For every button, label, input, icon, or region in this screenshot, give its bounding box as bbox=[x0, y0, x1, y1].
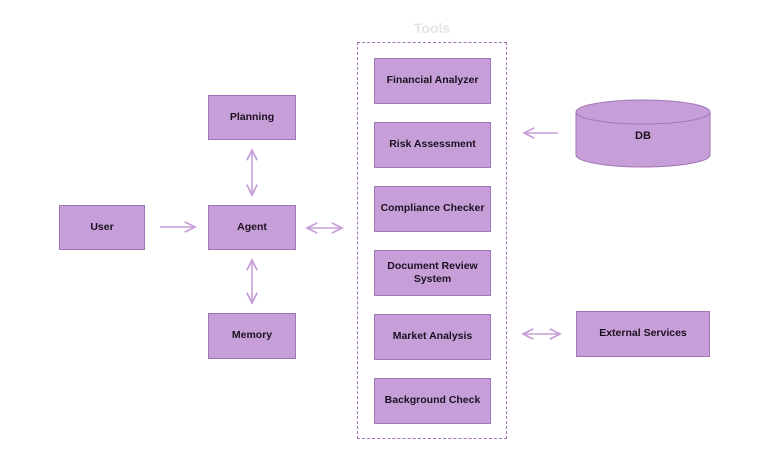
memory-node: Memory bbox=[208, 313, 296, 359]
tool-document-review-system: Document Review System bbox=[374, 250, 491, 296]
db-cylinder bbox=[575, 99, 711, 168]
agent-node: Agent bbox=[208, 205, 296, 250]
tool-risk-assessment: Risk Assessment bbox=[374, 122, 491, 168]
tool-compliance-checker: Compliance Checker bbox=[374, 186, 491, 232]
external-services-node: External Services bbox=[576, 311, 710, 357]
db-node-label: DB bbox=[635, 130, 651, 142]
tools-group-frame bbox=[357, 42, 507, 439]
tool-financial-analyzer: Financial Analyzer bbox=[374, 58, 491, 104]
tool-background-check: Background Check bbox=[374, 378, 491, 424]
planning-node: Planning bbox=[208, 95, 296, 140]
tools-group-title: Tools bbox=[413, 20, 451, 36]
user-node: User bbox=[59, 205, 145, 250]
tool-market-analysis: Market Analysis bbox=[374, 314, 491, 360]
